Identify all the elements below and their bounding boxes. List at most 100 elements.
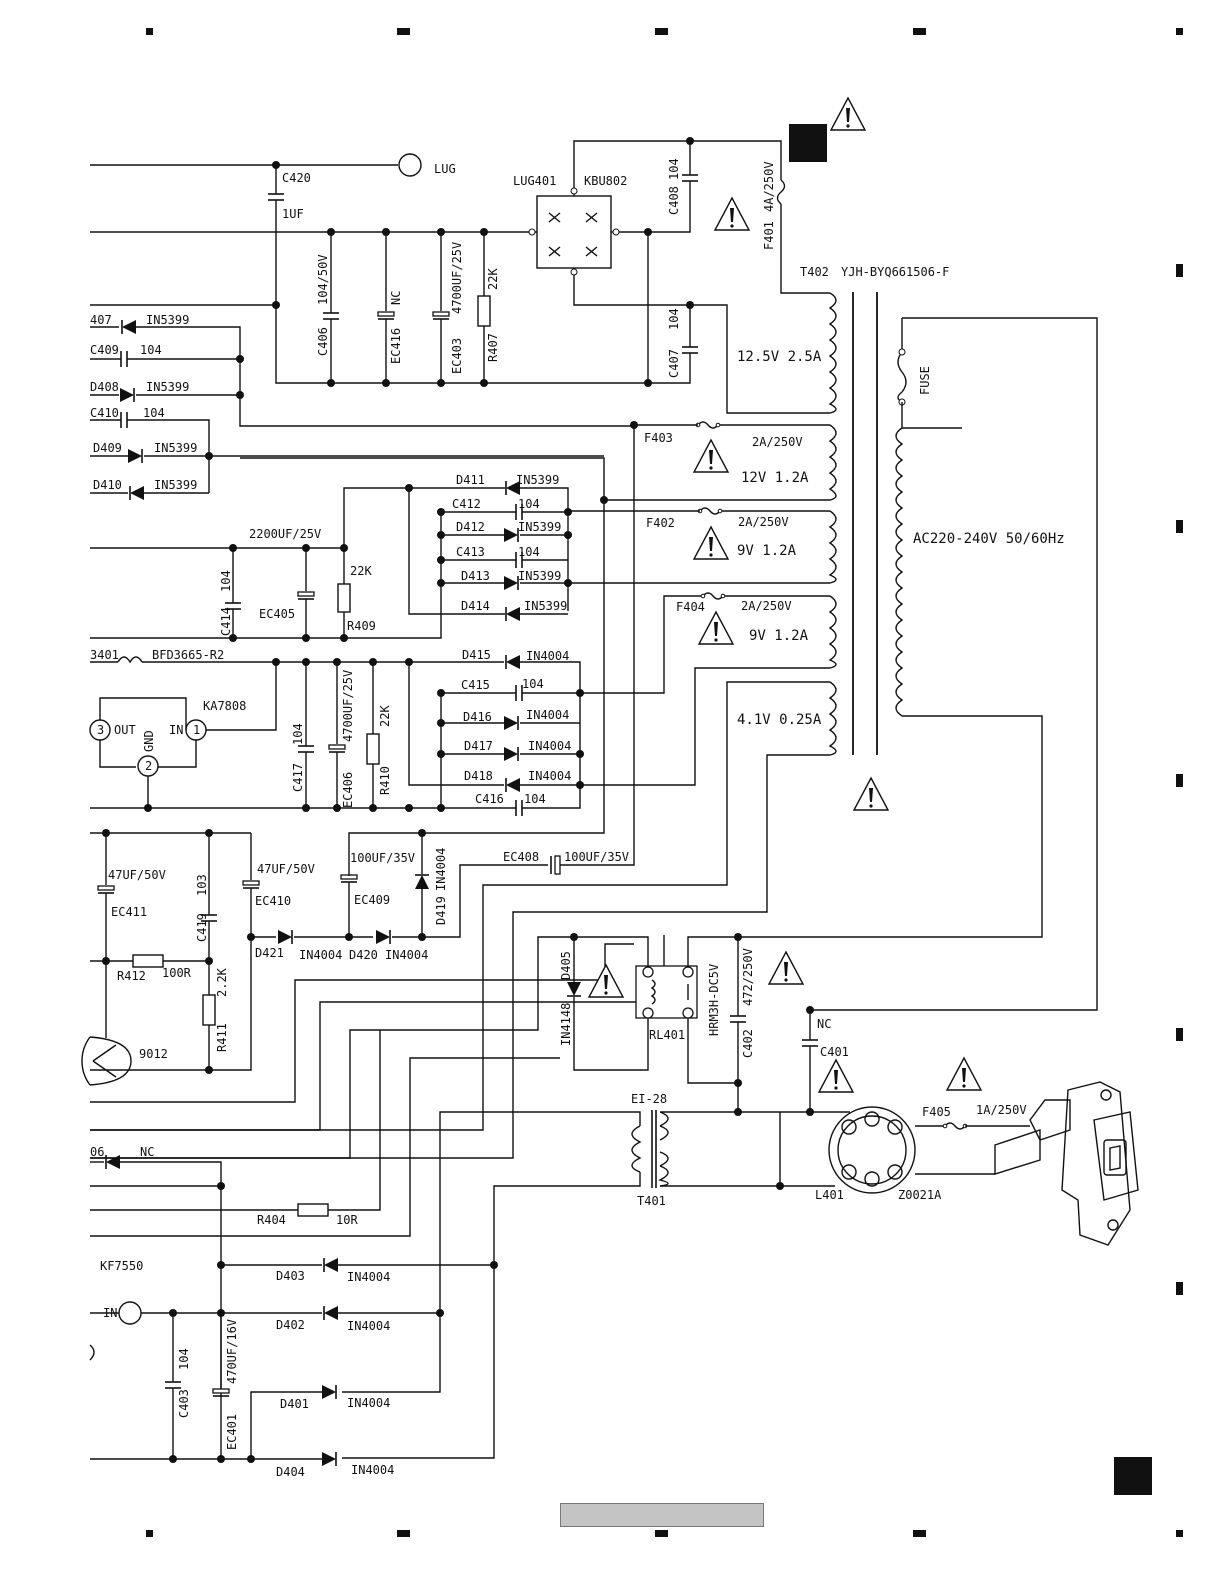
label-ac-input: AC220-240V 50/60Hz bbox=[913, 531, 1065, 547]
label-relay-part: HRM3H-DC5V bbox=[707, 964, 721, 1036]
bridge-rectifier bbox=[536, 195, 612, 269]
label-c402-value: 472/250V bbox=[741, 948, 755, 1006]
label-r404-value: 10R bbox=[336, 1213, 358, 1227]
label-ka7808: KA7808 bbox=[203, 699, 246, 713]
label-f405-value: 1A/250V bbox=[976, 1103, 1027, 1117]
label-in4148: IN4148 bbox=[559, 1003, 573, 1046]
label-rl401: RL401 bbox=[649, 1028, 685, 1042]
label-out: OUT bbox=[114, 723, 136, 737]
label-kf7550: KF7550 bbox=[100, 1259, 143, 1273]
label-nc: NC bbox=[817, 1017, 831, 1031]
label-12-5v: 12.5V 2.5A bbox=[737, 349, 822, 365]
label-d414-value: IN5399 bbox=[524, 599, 567, 613]
label-d402-value: IN4004 bbox=[347, 1319, 390, 1333]
label-47uf-a: 47UF/50V bbox=[108, 868, 166, 882]
warning-icon bbox=[714, 197, 750, 231]
label-d405: D405 bbox=[559, 951, 573, 980]
label-f401-value: 4A/250V bbox=[762, 161, 776, 212]
label-pin2: 2 bbox=[145, 759, 152, 773]
label-ec408-value: 100UF/35V bbox=[564, 850, 629, 864]
label-in-kf: IN bbox=[103, 1306, 117, 1320]
warning-icon bbox=[693, 439, 729, 473]
label-12v: 12V 1.2A bbox=[741, 470, 809, 486]
label-c414: C414 bbox=[219, 607, 233, 636]
label-c420: C420 bbox=[282, 171, 311, 185]
label-c410: C410 bbox=[90, 406, 119, 420]
label-d417-value: IN4004 bbox=[528, 739, 571, 753]
label-c417-value: 104 bbox=[291, 723, 305, 745]
label-ec410: EC410 bbox=[255, 894, 291, 908]
label-c415: C415 bbox=[461, 678, 490, 692]
label-d419-value: IN4004 bbox=[434, 848, 448, 891]
l401-choke bbox=[828, 1106, 916, 1194]
label-1uf: 1UF bbox=[282, 207, 304, 221]
label-c408: C408 bbox=[667, 186, 681, 215]
label-ei28: EI-28 bbox=[631, 1092, 667, 1106]
label-ec409: EC409 bbox=[354, 893, 390, 907]
label-c416-value: 104 bbox=[524, 792, 546, 806]
label-ec405: EC405 bbox=[259, 607, 295, 621]
warning-icon bbox=[693, 526, 729, 560]
label-d406-value: NC bbox=[140, 1145, 154, 1159]
label-pin3: 3 bbox=[97, 723, 104, 737]
label-2200uf: 2200UF/25V bbox=[249, 527, 321, 541]
label-d421: D421 bbox=[255, 946, 284, 960]
label-d401: D401 bbox=[280, 1397, 309, 1411]
label-d418: D418 bbox=[464, 769, 493, 783]
label-d421-value: IN4004 bbox=[299, 948, 342, 962]
label-z0021a: Z0021A bbox=[898, 1188, 942, 1202]
label-c401: C401 bbox=[820, 1045, 849, 1059]
label-r412: R412 bbox=[117, 969, 146, 983]
label-d406: 06 bbox=[90, 1145, 104, 1159]
bridge-section bbox=[90, 137, 830, 414]
label-d411-value: IN5399 bbox=[516, 473, 559, 487]
ac-inlet-connector bbox=[994, 1081, 1139, 1246]
secondary-rectifiers bbox=[89, 319, 830, 1159]
label-c407-value: 104 bbox=[667, 308, 681, 330]
label-ec408: EC408 bbox=[503, 850, 539, 864]
label-c412: C412 bbox=[452, 497, 481, 511]
transformer-t402 bbox=[738, 292, 1098, 1011]
label-f403-value: 2A/250V bbox=[752, 435, 803, 449]
label-c403: C403 bbox=[177, 1389, 191, 1418]
label-d403: D403 bbox=[276, 1269, 305, 1283]
label-lug401: LUG401 bbox=[513, 174, 556, 188]
label-ec406-value: 4700UF/25V bbox=[341, 670, 355, 742]
label-4-1v: 4.1V 0.25A bbox=[737, 712, 822, 728]
label-d403-value: IN4004 bbox=[347, 1270, 390, 1284]
label-d416-value: IN4004 bbox=[526, 708, 569, 722]
label-t402-part: YJH-BYQ661506-F bbox=[841, 265, 949, 279]
label-ec401-value: 470UF/16V bbox=[225, 1319, 239, 1384]
label-d413: D413 bbox=[461, 569, 490, 583]
label-r409: R409 bbox=[347, 619, 376, 633]
label-d404-value: IN4004 bbox=[351, 1463, 394, 1477]
warning-icon bbox=[698, 611, 734, 645]
label-fuse: FUSE bbox=[918, 366, 932, 395]
label-r412-value: 100R bbox=[162, 966, 192, 980]
label-d413-value: IN5399 bbox=[518, 569, 561, 583]
label-r409-value: 22K bbox=[350, 564, 372, 578]
label-ec403: EC403 bbox=[450, 338, 464, 374]
label-100uf-a: 100UF/35V bbox=[350, 851, 415, 865]
label-d404: D404 bbox=[276, 1465, 305, 1479]
label-f402-value: 2A/250V bbox=[738, 515, 789, 529]
label-47uf-b: 47UF/50V bbox=[257, 862, 315, 876]
label-d402: D402 bbox=[276, 1318, 305, 1332]
label-ec416-value: NC bbox=[389, 291, 403, 305]
ac-input-section bbox=[342, 933, 1139, 1459]
label-r411-value: 2.2K bbox=[215, 967, 229, 997]
label-gnd: GND bbox=[142, 730, 156, 752]
label-c412-value: 104 bbox=[518, 497, 540, 511]
label-ec403-value: 4700UF/25V bbox=[450, 242, 464, 314]
label-d410: D410 bbox=[93, 478, 122, 492]
warning-icon bbox=[818, 1059, 854, 1093]
label-c410-value: 104 bbox=[143, 406, 165, 420]
label-ec401: EC401 bbox=[225, 1414, 239, 1450]
label-l401: L401 bbox=[815, 1188, 844, 1202]
label-t402: T402 bbox=[800, 265, 829, 279]
warning-icon bbox=[853, 777, 889, 811]
label-c419: C419 bbox=[195, 913, 209, 942]
ka7808-out-pin bbox=[89, 719, 111, 741]
warning-icon bbox=[946, 1057, 982, 1091]
label-r407: R407 bbox=[486, 333, 500, 362]
